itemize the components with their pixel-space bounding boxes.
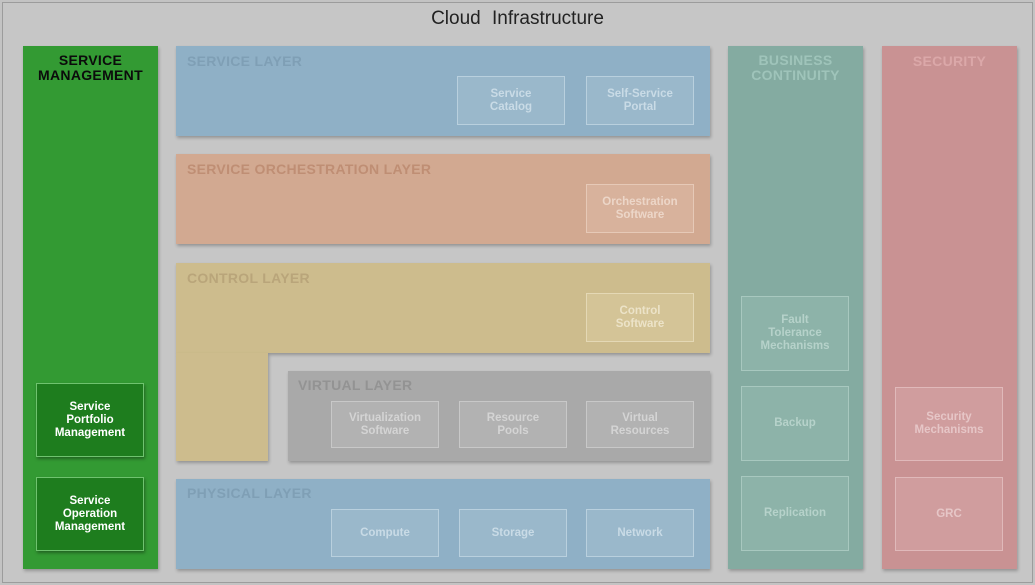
physical-layer-panel: PHYSICAL LAYER Compute Storage Network — [176, 479, 710, 569]
control-layer-extension — [176, 353, 268, 461]
service-portfolio-management-box: Service Portfolio Management — [36, 383, 144, 457]
storage-box: Storage — [459, 509, 567, 557]
orchestration-software-box: Orchestration Software — [586, 184, 694, 233]
resource-pools-box: Resource Pools — [459, 401, 567, 448]
fault-tolerance-box: Fault Tolerance Mechanisms — [741, 296, 849, 371]
service-catalog-box: Service Catalog — [457, 76, 565, 125]
physical-layer-label: PHYSICAL LAYER — [187, 485, 312, 501]
service-layer-label: SERVICE LAYER — [187, 53, 303, 69]
control-software-box: Control Software — [586, 293, 694, 342]
control-layer-label: CONTROL LAYER — [187, 270, 310, 286]
virtual-resources-box: Virtual Resources — [586, 401, 694, 448]
service-management-label: SERVICE MANAGEMENT — [38, 52, 143, 83]
orchestration-layer-panel: SERVICE ORCHESTRATION LAYER Orchestratio… — [176, 154, 710, 244]
control-layer-panel: CONTROL LAYER Control Software — [176, 263, 710, 353]
backup-box: Backup — [741, 386, 849, 461]
self-service-portal-box: Self-Service Portal — [586, 76, 694, 125]
service-layer-panel: SERVICE LAYER Service Catalog Self-Servi… — [176, 46, 710, 136]
replication-box: Replication — [741, 476, 849, 551]
business-continuity-label: BUSINESS CONTINUITY — [751, 52, 840, 83]
virtual-layer-panel: VIRTUAL LAYER Virtualization Software Re… — [288, 371, 710, 461]
service-operation-management-box: Service Operation Management — [36, 477, 144, 551]
service-management-panel: SERVICE MANAGEMENT Service Portfolio Man… — [23, 46, 158, 569]
security-label: SECURITY — [912, 53, 987, 69]
diagram-title: Cloud Infrastructure — [431, 8, 604, 29]
network-box: Network — [586, 509, 694, 557]
virtualization-software-box: Virtualization Software — [331, 401, 439, 448]
orchestration-layer-label: SERVICE ORCHESTRATION LAYER — [187, 161, 432, 177]
security-mechanisms-box: Security Mechanisms — [895, 387, 1003, 461]
security-panel: SECURITY Security Mechanisms GRC — [882, 46, 1017, 569]
compute-box: Compute — [331, 509, 439, 557]
virtual-layer-label: VIRTUAL LAYER — [298, 377, 413, 393]
business-continuity-panel: BUSINESS CONTINUITY Fault Tolerance Mech… — [728, 46, 863, 569]
grc-box: GRC — [895, 477, 1003, 551]
